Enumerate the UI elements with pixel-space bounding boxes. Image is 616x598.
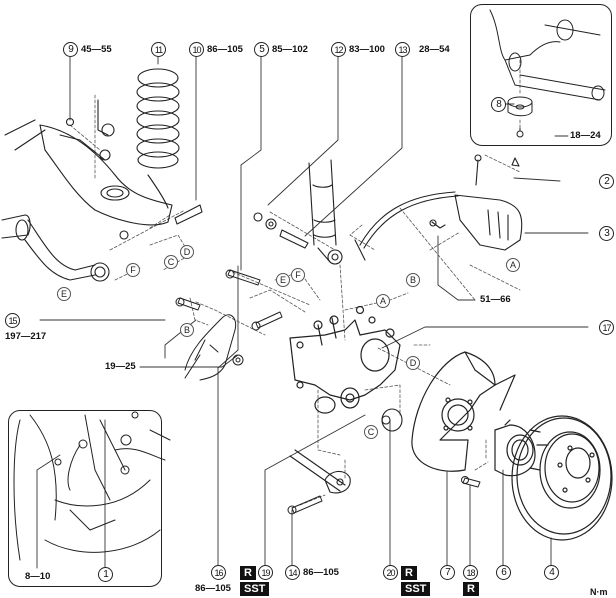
parking-brake-cable bbox=[354, 191, 459, 261]
sst-badge-19: SST bbox=[240, 582, 270, 596]
torque-caliper-bolt: 51—66 bbox=[480, 294, 511, 305]
callout-7: 7 bbox=[440, 565, 455, 580]
callout-8: 8 bbox=[491, 97, 506, 112]
part-number-17: 17 bbox=[599, 320, 614, 335]
shock-absorber bbox=[253, 159, 343, 265]
callout-3: 3 bbox=[599, 226, 614, 241]
lower-control-arm bbox=[4, 117, 203, 240]
dust-shield bbox=[411, 351, 516, 472]
ref-marker-a: A bbox=[376, 294, 390, 308]
part-number-19: 19 bbox=[258, 565, 273, 580]
inset-bottom-left bbox=[8, 410, 162, 587]
part-number-18: 18 bbox=[463, 565, 478, 580]
part-number-1: 1 bbox=[98, 567, 113, 582]
callout-15: 15 bbox=[5, 313, 20, 328]
coil-spring bbox=[136, 68, 180, 169]
brake-disc bbox=[511, 415, 613, 541]
trailing-link bbox=[289, 449, 351, 494]
ref-marker-b: B bbox=[180, 323, 194, 337]
bolts bbox=[175, 269, 481, 515]
bushing bbox=[381, 408, 403, 432]
unit-label: N·m bbox=[590, 587, 608, 597]
part-number-15: 15 bbox=[5, 313, 20, 328]
torque-sensor-bolt: 8—10 bbox=[25, 571, 51, 582]
part-number-4: 4 bbox=[544, 565, 559, 580]
part-number-9: 9 bbox=[63, 42, 78, 57]
torque-14: 86—105 bbox=[303, 567, 339, 578]
inset-bottom-artwork bbox=[13, 411, 171, 561]
torque-bracket-nut: 19—25 bbox=[105, 361, 136, 372]
callout-9: 9 45—55 bbox=[63, 42, 112, 57]
part-number-20: 20 bbox=[383, 565, 398, 580]
ref-marker-d: D bbox=[406, 356, 420, 370]
inset-top-right bbox=[470, 4, 612, 146]
ref-marker-b: B bbox=[406, 273, 420, 287]
callout-1: 1 bbox=[98, 567, 113, 582]
part-number-11: 11 bbox=[151, 42, 166, 57]
wheel-hub bbox=[494, 419, 549, 477]
ref-marker-a: A bbox=[506, 258, 520, 272]
ref-marker-d: D bbox=[180, 245, 194, 259]
callout-16: 16 bbox=[211, 565, 226, 580]
knuckle bbox=[289, 305, 401, 414]
part-number-8: 8 bbox=[491, 97, 506, 112]
callout-19: 19 bbox=[258, 565, 273, 580]
torque-13: 28—54 bbox=[419, 44, 450, 55]
inset-top-artwork bbox=[489, 9, 606, 138]
part-number-16: 16 bbox=[211, 565, 226, 580]
torque-5: 85—102 bbox=[272, 44, 308, 55]
callout-18: 18 bbox=[463, 565, 478, 580]
callout-2: 2 bbox=[599, 174, 614, 189]
torque-15: 197—217 bbox=[5, 331, 47, 342]
part-number-13: 13 bbox=[395, 42, 410, 57]
ref-marker-e: E bbox=[57, 287, 71, 301]
part-number-3: 3 bbox=[599, 226, 614, 241]
torque-9: 45—55 bbox=[81, 44, 112, 55]
callout-17: 17 bbox=[599, 320, 614, 335]
bracket bbox=[184, 314, 237, 381]
torque-10: 86—105 bbox=[207, 44, 243, 55]
ref-marker-c: C bbox=[364, 425, 378, 439]
callout-6: 6 bbox=[496, 565, 511, 580]
ref-marker-f: F bbox=[291, 268, 305, 282]
brake-caliper bbox=[429, 154, 523, 251]
replace-badge-18: R bbox=[463, 582, 479, 596]
callout-14: 14 86—105 bbox=[285, 565, 339, 580]
part-number-6: 6 bbox=[496, 565, 511, 580]
callout-20: 20 bbox=[383, 565, 398, 580]
replace-badge-19: R bbox=[240, 566, 256, 580]
callout-8-10: 8—10 bbox=[25, 571, 50, 582]
part-number-7: 7 bbox=[440, 565, 455, 580]
part-number-14: 14 bbox=[285, 565, 300, 580]
upper-arm bbox=[1, 99, 115, 282]
sst-badge-20: SST bbox=[401, 582, 431, 596]
callout-13: 13 28—54 bbox=[395, 42, 450, 57]
torque-inset-bolt: 18—24 bbox=[570, 130, 601, 141]
ref-marker-c: C bbox=[164, 255, 178, 269]
ref-marker-e: E bbox=[276, 273, 290, 287]
part-number-5: 5 bbox=[254, 42, 269, 57]
part-number-12: 12 bbox=[331, 42, 346, 57]
part-number-10: 10 bbox=[189, 42, 204, 57]
callout-5: 5 85—102 bbox=[254, 42, 308, 57]
torque-16: 86—105 bbox=[195, 583, 231, 594]
callout-12: 12 83—100 bbox=[331, 42, 385, 57]
part-number-2: 2 bbox=[599, 174, 614, 189]
ref-marker-f: F bbox=[126, 263, 140, 277]
callout-11: 11 bbox=[151, 42, 166, 57]
replace-badge-20: R bbox=[401, 566, 417, 580]
callout-10: 10 86—105 bbox=[189, 42, 243, 57]
callout-4: 4 bbox=[544, 565, 559, 580]
torque-12: 83—100 bbox=[349, 44, 385, 55]
leader-lines bbox=[36, 56, 589, 571]
